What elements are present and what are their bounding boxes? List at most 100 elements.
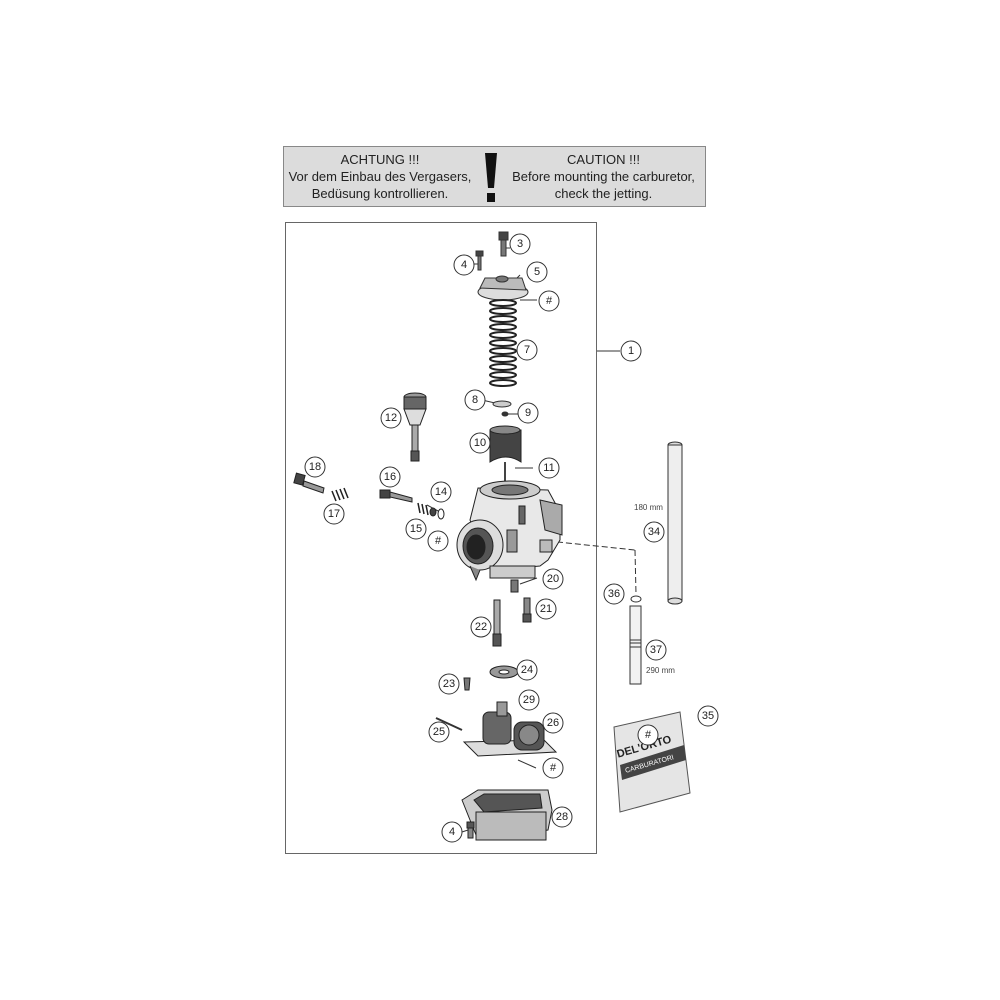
svg-text:35: 35	[702, 710, 714, 722]
callout-hash-mid: #	[427, 530, 449, 552]
callout-25: 25	[428, 721, 450, 743]
callout-7: 7	[516, 339, 538, 361]
svg-text:17: 17	[328, 508, 340, 520]
svg-text:25: 25	[433, 726, 445, 738]
callout-24: 24	[516, 659, 538, 681]
callout-12: 12	[380, 407, 402, 429]
callout-37: 37	[645, 639, 667, 661]
tube-37-length: 290 mm	[646, 666, 675, 675]
svg-text:24: 24	[521, 664, 533, 676]
float-pin-part-25	[435, 717, 463, 731]
callout-9: 9	[517, 402, 539, 424]
float-bowl-part-28	[461, 789, 553, 841]
washer-part-14	[437, 508, 445, 520]
callout-21: 21	[535, 598, 557, 620]
callout-28: 28	[551, 806, 573, 828]
callout-1: 1	[620, 340, 642, 362]
svg-text:#: #	[645, 729, 652, 741]
svg-text:8: 8	[472, 394, 478, 406]
svg-text:37: 37	[650, 644, 662, 656]
hose-part-37	[629, 605, 642, 685]
svg-text:12: 12	[385, 412, 397, 424]
callout-11: 11	[538, 457, 560, 479]
idle-screw-part-18	[293, 472, 325, 494]
callout-14: 14	[430, 481, 452, 503]
svg-text:34: 34	[648, 526, 660, 538]
svg-text:23: 23	[443, 678, 455, 690]
jet-part-20	[510, 579, 519, 593]
svg-text:15: 15	[410, 523, 422, 535]
warning-en-line1: Before mounting the carburetor,	[512, 169, 695, 184]
jet-kit-package-part-35: CARBURATORI DEL'ORTO	[613, 711, 691, 813]
svg-text:28: 28	[556, 811, 568, 823]
svg-text:16: 16	[384, 471, 396, 483]
screw-part-3	[498, 231, 509, 257]
svg-text:22: 22	[475, 621, 487, 633]
float-assembly-part-26	[462, 701, 558, 757]
warning-de-title: ACHTUNG !!!	[340, 152, 420, 167]
svg-text:5: 5	[534, 266, 540, 278]
svg-text:4: 4	[461, 259, 467, 271]
callout-5: 5	[526, 261, 548, 283]
warning-en-line2: check the jetting.	[554, 186, 653, 201]
float-needle-part-23	[463, 677, 471, 691]
callout-hash-top: #	[538, 290, 560, 312]
svg-text:#: #	[550, 762, 557, 774]
callout-16: 16	[379, 466, 401, 488]
svg-text:7: 7	[524, 344, 530, 356]
callout-26: 26	[542, 712, 564, 734]
svg-text:29: 29	[523, 694, 535, 706]
svg-text:9: 9	[525, 407, 531, 419]
callout-36: 36	[603, 583, 625, 605]
tube-34-length: 180 mm	[634, 503, 663, 512]
warning-de-line2: Bedüsung kontrollieren.	[311, 186, 449, 201]
svg-text:21: 21	[540, 603, 552, 615]
svg-text:10: 10	[474, 437, 486, 449]
exclamation-icon	[485, 153, 497, 202]
spring-part-17	[331, 487, 349, 502]
throttle-slide-part-10	[489, 425, 522, 463]
warning-german: ACHTUNG !!! Vor dem Einbau des Vergasers…	[284, 151, 476, 202]
callout-hash-package: #	[637, 724, 659, 746]
clip-part-9	[501, 411, 509, 417]
spring-part-15	[417, 502, 429, 516]
callout-4-top: 4	[453, 254, 475, 276]
svg-text:18: 18	[309, 461, 321, 473]
callout-22: 22	[470, 616, 492, 638]
callout-15: 15	[405, 518, 427, 540]
svg-text:11: 11	[543, 462, 554, 474]
choke-plunger-part-12	[403, 392, 427, 462]
needle-jet-part-22	[492, 599, 502, 647]
callout-20: 20	[542, 568, 564, 590]
exploded-view-frame	[285, 222, 597, 854]
callout-10: 10	[469, 432, 491, 454]
float-part-24	[489, 665, 519, 679]
svg-text:1: 1	[628, 345, 634, 357]
screw-part-4-top	[475, 250, 484, 271]
svg-text:3: 3	[517, 238, 523, 250]
spring-part-7	[489, 299, 517, 387]
callout-hash-float: #	[542, 757, 564, 779]
warning-english: CAUTION !!! Before mounting the carburet…	[500, 151, 707, 202]
callout-18: 18	[304, 456, 326, 478]
hose-part-34	[667, 441, 683, 605]
cover-cap-part-5	[477, 275, 529, 301]
svg-text:14: 14	[435, 486, 447, 498]
svg-text:#: #	[435, 535, 442, 547]
svg-text:#: #	[546, 295, 553, 307]
warning-banner: ACHTUNG !!! Vor dem Einbau des Vergasers…	[283, 146, 706, 207]
screw-part-4-bottom	[466, 821, 475, 839]
mixture-screw-part-16	[379, 489, 413, 503]
callout-4-bottom: 4	[441, 821, 463, 843]
callout-17: 17	[323, 503, 345, 525]
jet-part-21	[522, 597, 532, 623]
svg-text:20: 20	[547, 573, 559, 585]
svg-text:4: 4	[449, 826, 455, 838]
warning-en-title: CAUTION !!!	[567, 152, 640, 167]
svg-text:36: 36	[608, 588, 620, 600]
carburetor-body	[456, 480, 563, 582]
svg-text:26: 26	[547, 717, 559, 729]
washer-part-8	[492, 400, 512, 408]
warning-de-line1: Vor dem Einbau des Vergasers,	[288, 169, 472, 184]
